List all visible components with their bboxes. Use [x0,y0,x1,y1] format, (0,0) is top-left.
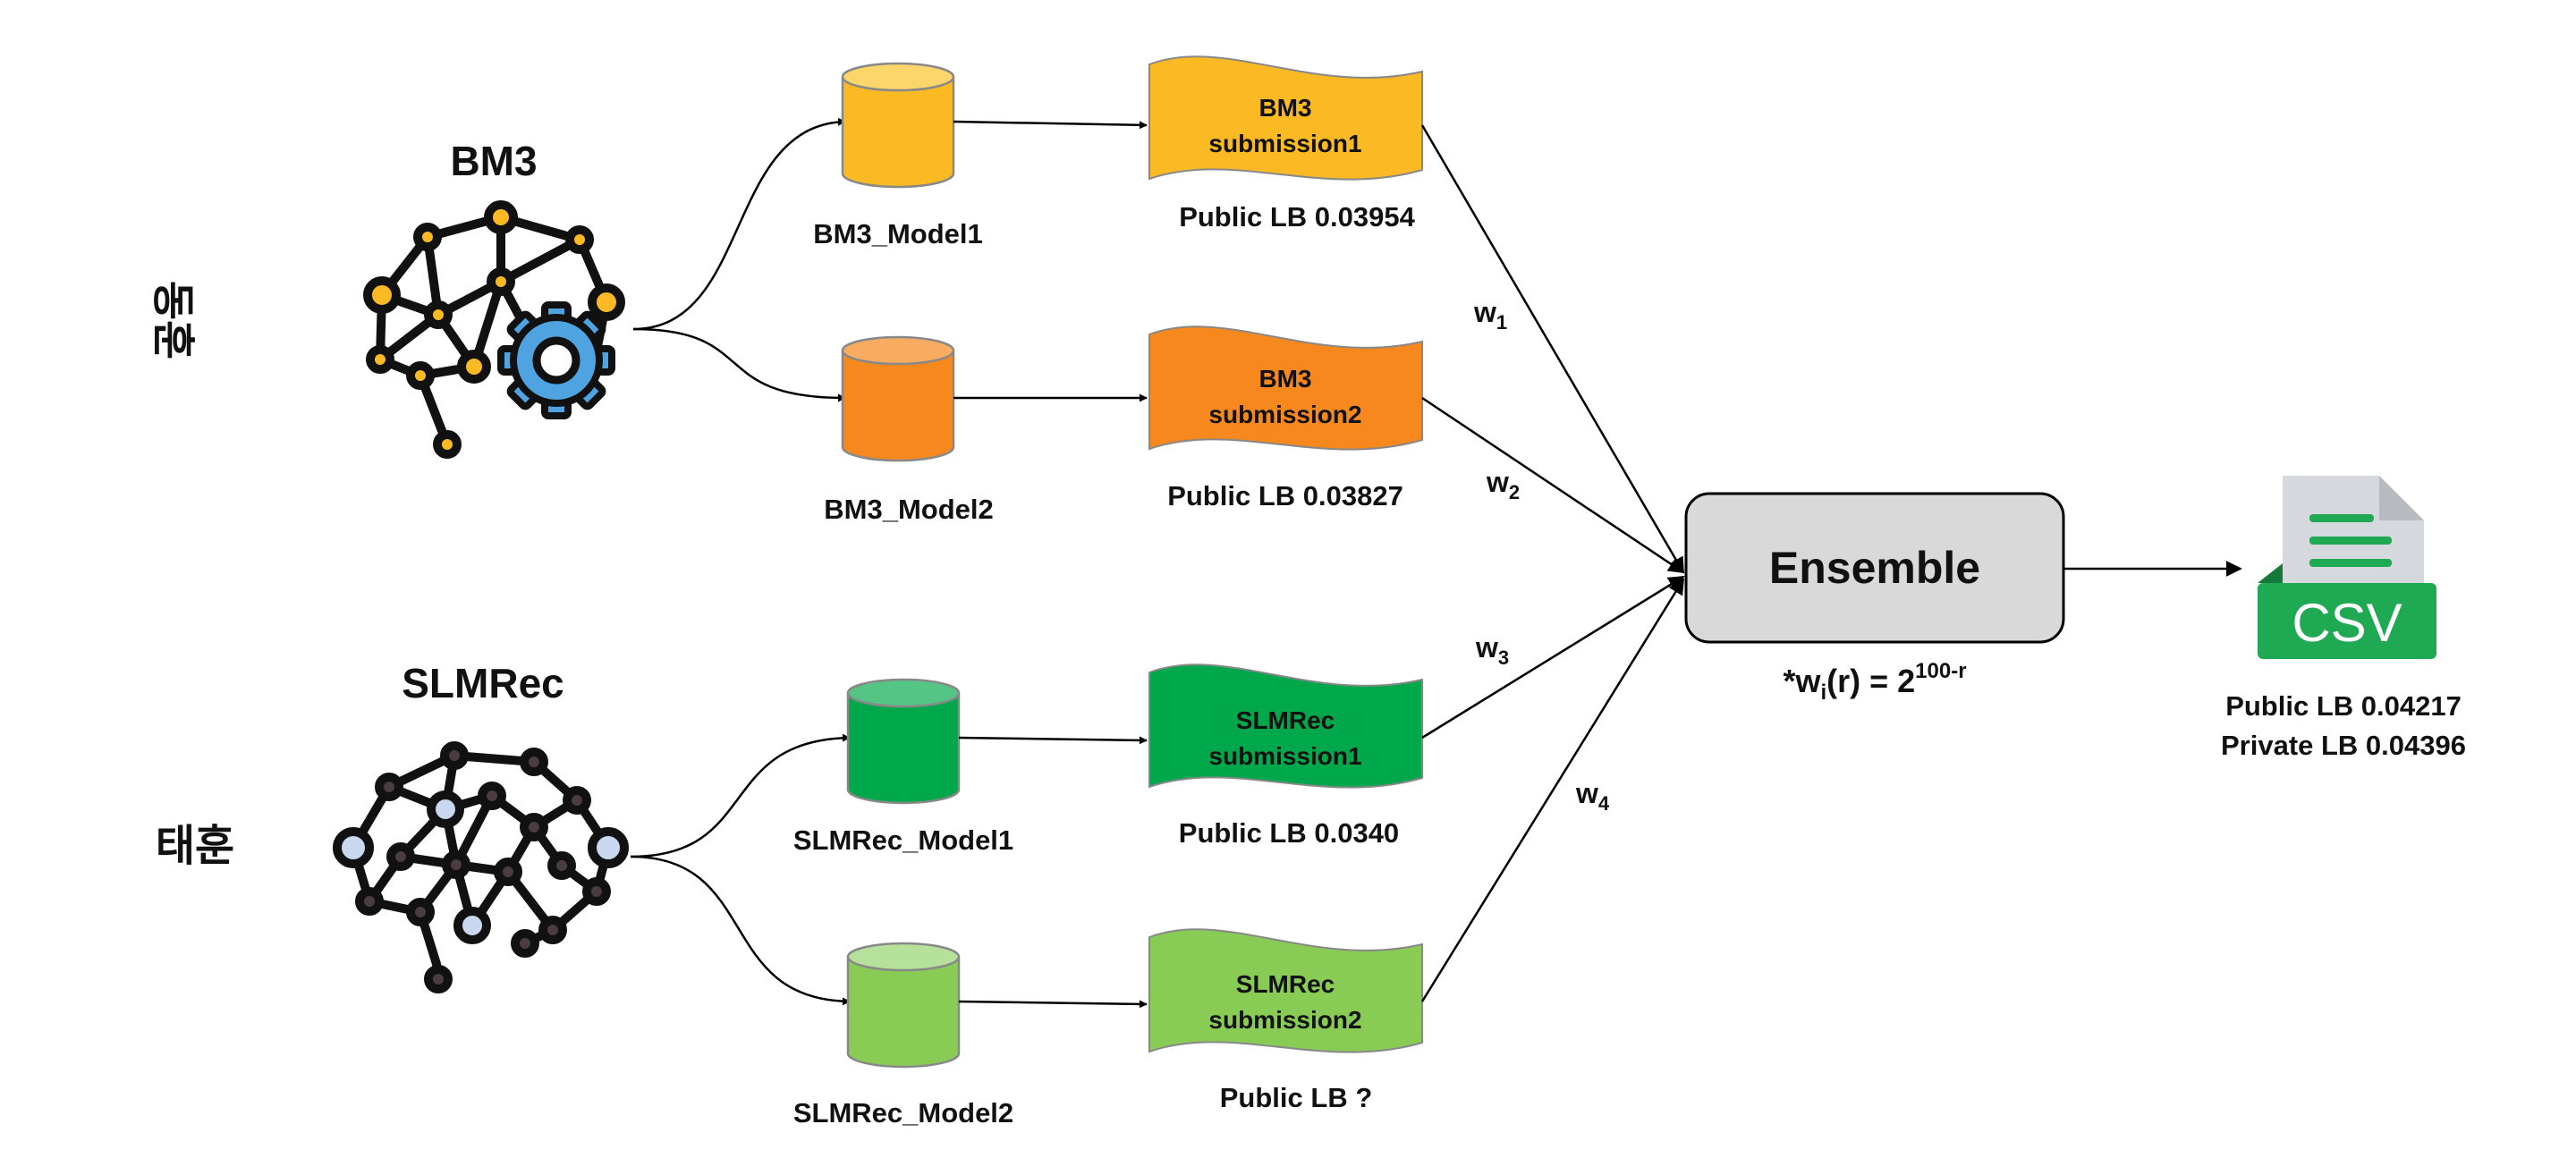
submission-slmrec-2 [1148,928,1423,1053]
cylinder-body [846,693,961,805]
weight-symbol: w [1475,631,1498,664]
weight-line-3 [1421,575,1685,740]
arrow-model-to-sub-slmrec-1 [958,736,1148,745]
member-label-taehun: 태훈 [156,821,234,871]
file-fold [2379,476,2424,520]
file-band-shadow [2258,563,2283,583]
submission-label-slmrec-2-l1: SLMRec [1236,970,1335,998]
model-label-slmrec-2: SLMRec_Model2 [793,1097,1013,1128]
public-lb-bm3-1: Public LB 0.03954 [1179,201,1415,232]
csv-file-icon: CSV [2258,476,2436,659]
group-title-bm3: BM3 [450,138,537,184]
submission-label-slmrec-2-l2: submission2 [1208,1006,1361,1034]
weight-line-1 [1420,124,1685,574]
weight-label-1: w1 [1473,296,1507,334]
weight-label-3: w3 [1475,631,1509,669]
weight-subscript: 2 [1509,481,1520,503]
weight-line-4 [1420,578,1685,1002]
file-line [2309,514,2374,522]
model-label-bm3-1: BM3_Model1 [813,218,982,249]
model-label-bm3-2: BM3_Model2 [824,494,993,525]
submission-label-bm3-2-l1: BM3 [1258,365,1311,393]
cylinder-body [841,77,955,189]
weight-line-2 [1421,396,1685,574]
file-page [2283,476,2424,590]
weight-subscript: 3 [1498,647,1509,669]
group-title-slmrec: SLMRec [402,660,564,706]
arrow-model-to-sub-bm3-1 [953,120,1148,130]
cylinder-top [841,335,955,366]
member-label-donghun: 동훈 [148,281,198,359]
model-cylinder-slmrec-1 [846,678,961,805]
formula-prefix: *w [1783,663,1821,699]
submission-label-bm3-1-l2: submission1 [1208,130,1361,157]
submission-label-bm3-2-l2: submission2 [1208,401,1361,428]
cylinder-top [841,62,955,92]
submission-bm3-1 [1148,55,1423,181]
submission-label-slmrec-1-l2: submission1 [1208,742,1361,770]
model-cylinder-bm3-2 [841,335,955,462]
weight-formula: *wi(r) = 2100-r [1783,659,1966,705]
weight-label-2: w2 [1486,466,1520,503]
cylinder-body [846,957,961,1069]
branch-bm3-model2 [632,327,846,402]
file-line [2309,537,2392,545]
weight-label-4: w4 [1575,777,1610,815]
weight-symbol: w [1486,466,1509,498]
branch-slmrec-model2 [630,855,851,1006]
final-public-lb: Public LB 0.04217 [2225,690,2462,722]
formula-superscript: 100-r [1915,659,1966,683]
submission-label-slmrec-1-l1: SLMRec [1236,706,1335,734]
submission-label-bm3-1-l1: BM3 [1258,94,1311,122]
arrow-model-to-sub-slmrec-2 [958,1000,1148,1009]
submission-slmrec-1 [1148,664,1423,789]
formula-mid: (r) = 2 [1826,663,1915,699]
final-private-lb: Private LB 0.04396 [2221,730,2466,761]
weight-symbol: w [1575,777,1598,809]
cylinder-top [846,678,961,708]
formula-subscript: i [1820,680,1826,705]
public-lb-slmrec-1: Public LB 0.0340 [1179,817,1399,849]
cylinder-body [841,351,955,462]
file-line [2309,559,2392,567]
model-cylinder-bm3-1 [841,62,955,189]
file-band [2258,583,2436,659]
weight-subscript: 4 [1598,792,1610,815]
branch-bm3-model1 [632,117,846,331]
slmrec-brain-network-icon [333,741,629,993]
csv-icon-text: CSV [2292,593,2402,653]
weight-symbol: w [1473,296,1496,328]
model-label-slmrec-1: SLMRec_Model1 [793,824,1013,856]
public-lb-slmrec-2: Public LB ? [1220,1082,1373,1113]
weight-subscript: 1 [1496,311,1507,334]
ensemble-label: Ensemble [1769,543,1980,593]
public-lb-bm3-2: Public LB 0.03827 [1167,480,1403,511]
submission-bm3-2 [1148,325,1423,451]
cylinder-top [846,942,961,972]
branch-slmrec-model1 [630,733,851,858]
bm3-brain-gear-icon [363,200,625,459]
model-cylinder-slmrec-2 [846,942,961,1069]
